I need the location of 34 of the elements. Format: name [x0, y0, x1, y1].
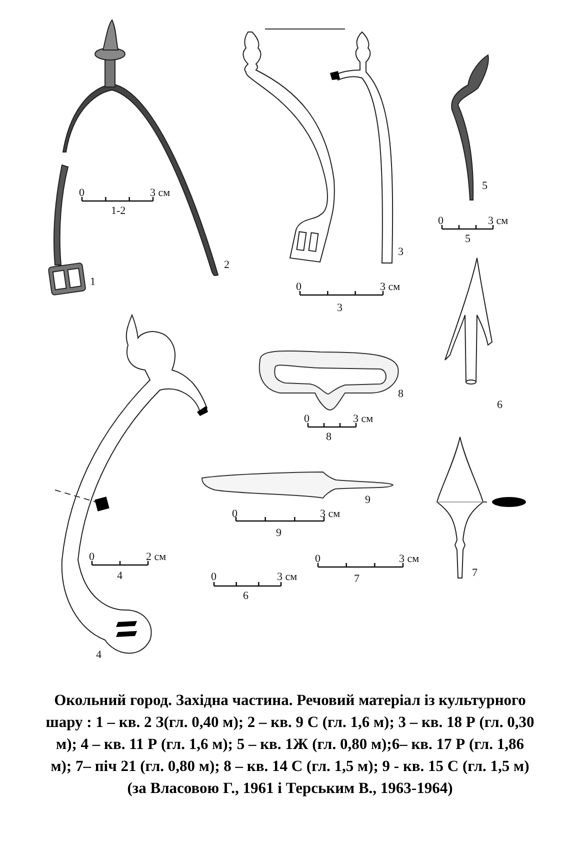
scale-label: 3 см	[150, 187, 170, 199]
scale-label: 0	[89, 551, 94, 563]
scale-label: 0	[304, 413, 310, 425]
scale-label: 4	[117, 570, 122, 582]
figure-number: 4	[96, 649, 102, 661]
figure-number: 2	[224, 259, 230, 271]
scale-label: 3 см	[399, 553, 420, 565]
scale-label: 0	[232, 508, 238, 520]
caption: Окольний город. Західна частина. Речовий матеріал із культурного шару : 1 – кв. 2 З(гл. 0,40 м); 2 – кв. 9 С (гл. 1,6 м); 3 – кв. 18 Р (гл. 0,30 м); 4 – кв. 11 Р (гл. 1,6 м); 5 – кв. 1Ж (гл. 0,80 м);6– кв. 17 Р (гл. 1,86 м); 7– піч 21 (гл. 0,80 м); 8 – кв. 14 С (гл. 1,5 м); 9 - кв. 15 С (гл. 1,5 м) (за Власовою Г., 1961 і Терським В., 1963-1964)	[45, 691, 535, 799]
scale-label: 8	[326, 431, 332, 443]
scale-label: 0	[79, 187, 84, 199]
figure-number: 7	[472, 567, 478, 579]
scale-label: 3 см	[488, 215, 508, 227]
scale-label: 0	[315, 553, 320, 565]
figure-number: 5	[482, 180, 488, 192]
scale-label: 3 см	[380, 281, 400, 293]
scale-label: 5	[465, 233, 470, 245]
figure-number: 3	[398, 246, 404, 258]
scale-label: 9	[276, 527, 282, 539]
figure-number: 6	[497, 399, 502, 411]
scale-label: 0	[296, 281, 302, 293]
figure-number: 9	[365, 494, 370, 506]
scale-label: 0	[438, 215, 444, 227]
scale-label: 3 см	[320, 508, 340, 520]
scale-label: 2 см	[146, 551, 166, 563]
scale-label: 7	[354, 573, 360, 585]
figure-number: 8	[398, 388, 404, 400]
scale-label: 1-2	[111, 205, 126, 217]
scale-label: 0	[211, 571, 216, 583]
scale-label: 3 см	[353, 413, 374, 425]
scale-label: 6	[243, 590, 248, 602]
scale-label: 3	[337, 302, 342, 314]
scale-label: 3 см	[277, 571, 298, 583]
figure-number: 1	[90, 276, 96, 288]
